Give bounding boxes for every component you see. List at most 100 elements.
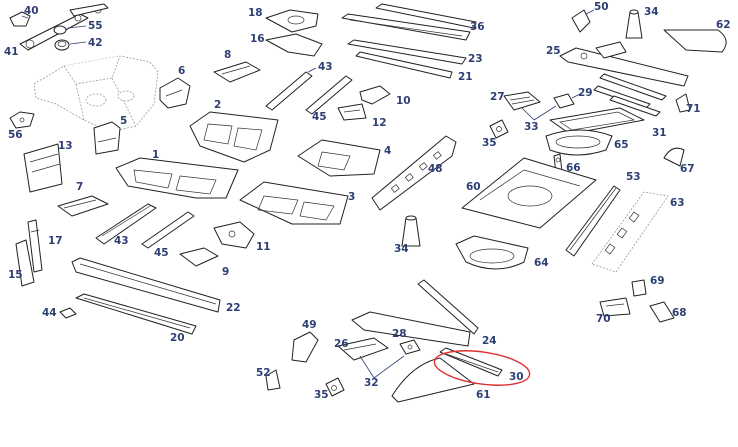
callout-29: 29 <box>578 87 593 99</box>
part-62[interactable] <box>663 29 727 53</box>
callout-53: 53 <box>626 171 641 183</box>
part-15[interactable] <box>15 239 35 287</box>
callout-13: 13 <box>58 140 73 152</box>
part-16[interactable] <box>265 33 323 57</box>
callout-30: 30 <box>509 371 524 383</box>
callout-45-upper: 45 <box>312 111 327 123</box>
callout-35-lower: 35 <box>314 389 329 401</box>
part-40[interactable] <box>9 11 31 27</box>
part-48[interactable] <box>371 135 457 211</box>
part-69[interactable] <box>631 279 647 297</box>
part-23[interactable] <box>347 39 467 65</box>
part-61[interactable] <box>391 357 475 403</box>
part-12[interactable] <box>337 103 367 121</box>
part-7[interactable] <box>57 195 109 217</box>
callout-4: 4 <box>384 145 391 157</box>
callout-49: 49 <box>302 319 317 331</box>
part-43-upper[interactable] <box>265 67 317 111</box>
part-53[interactable] <box>565 185 621 257</box>
highlight-ring-part-30 <box>433 350 531 386</box>
part-44[interactable] <box>59 307 77 319</box>
part-29[interactable] <box>553 93 581 109</box>
callout-28: 28 <box>392 328 407 340</box>
callout-61: 61 <box>476 389 491 401</box>
part-22[interactable] <box>71 257 221 313</box>
callout-10: 10 <box>396 95 411 107</box>
part-43-lower[interactable] <box>95 203 157 245</box>
callout-66: 66 <box>566 162 581 174</box>
part-6[interactable] <box>159 77 191 109</box>
part-60[interactable] <box>461 157 597 229</box>
part-25[interactable] <box>559 41 689 87</box>
part-35-lower[interactable] <box>325 377 345 397</box>
callout-68: 68 <box>672 307 687 319</box>
part-35-upper[interactable] <box>489 119 509 139</box>
part-70[interactable] <box>599 297 631 317</box>
callout-9: 9 <box>222 266 229 278</box>
callout-34-lower: 34 <box>394 243 409 255</box>
callout-5: 5 <box>120 115 127 127</box>
callout-44: 44 <box>42 307 57 319</box>
part-21[interactable] <box>355 51 453 79</box>
part-41[interactable] <box>19 3 109 51</box>
part-8[interactable] <box>213 61 261 83</box>
part-28[interactable] <box>399 339 421 355</box>
part-5[interactable] <box>93 121 121 155</box>
callout-50: 50 <box>594 1 609 13</box>
part-2[interactable] <box>189 111 279 163</box>
callout-55: 55 <box>88 20 103 32</box>
part-56[interactable] <box>9 111 35 129</box>
part-71[interactable] <box>675 93 691 113</box>
part-24[interactable] <box>351 279 479 347</box>
part-55[interactable] <box>53 25 87 35</box>
part-63[interactable] <box>591 191 669 273</box>
part-42[interactable] <box>54 39 87 51</box>
callout-2: 2 <box>214 99 221 111</box>
callout-32: 32 <box>364 377 379 389</box>
part-49[interactable] <box>291 331 319 363</box>
part-27[interactable] <box>503 91 541 111</box>
callout-18: 18 <box>248 7 263 19</box>
callout-33: 33 <box>524 121 539 133</box>
part-34-lower[interactable] <box>401 215 421 247</box>
callout-7: 7 <box>76 181 83 193</box>
callout-41: 41 <box>4 46 19 58</box>
part-11[interactable] <box>213 221 255 249</box>
front-bulkhead-assembly <box>33 55 159 133</box>
part-20[interactable] <box>75 293 197 335</box>
callout-69: 69 <box>650 275 665 287</box>
callout-64: 64 <box>534 257 549 269</box>
part-13[interactable] <box>23 143 63 193</box>
part-18[interactable] <box>265 9 319 33</box>
callout-17: 17 <box>48 235 63 247</box>
part-34-upper[interactable] <box>625 9 643 39</box>
part-rail-upper-right[interactable] <box>593 73 667 117</box>
part-4[interactable] <box>297 139 381 177</box>
part-31[interactable] <box>549 107 645 135</box>
part-52[interactable] <box>265 369 281 391</box>
part-45-upper[interactable] <box>305 75 353 115</box>
callout-22: 22 <box>226 302 241 314</box>
callout-62: 62 <box>716 19 731 31</box>
callout-8: 8 <box>224 49 231 61</box>
part-17[interactable] <box>27 219 43 273</box>
callout-16: 16 <box>250 33 265 45</box>
part-10[interactable] <box>359 85 391 105</box>
callout-70: 70 <box>596 313 611 325</box>
part-64[interactable] <box>455 235 529 270</box>
part-67[interactable] <box>663 147 685 167</box>
callout-42: 42 <box>88 37 103 49</box>
part-65[interactable] <box>545 129 613 156</box>
callout-56: 56 <box>8 129 23 141</box>
callout-6: 6 <box>178 65 185 77</box>
part-26[interactable] <box>337 337 389 361</box>
part-50[interactable] <box>571 9 595 33</box>
part-68[interactable] <box>649 301 675 323</box>
part-30[interactable] <box>439 347 503 377</box>
part-1[interactable] <box>115 157 239 199</box>
part-9[interactable] <box>179 247 219 267</box>
part-3[interactable] <box>239 181 349 225</box>
part-45-lower[interactable] <box>141 211 195 249</box>
part-36[interactable] <box>341 3 477 41</box>
